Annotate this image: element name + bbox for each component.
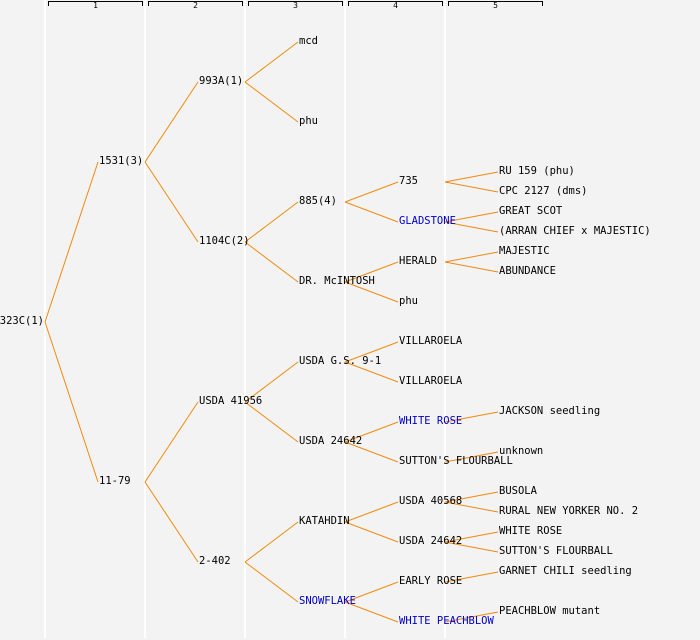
- pedigree-node: (ARRAN CHIEF x MAJESTIC): [499, 225, 651, 237]
- pedigree-node: mcd: [299, 35, 318, 47]
- pedigree-node: USDA 24642: [299, 435, 363, 447]
- pedigree-node: WHITE ROSE: [399, 415, 463, 427]
- pedigree-node: USDA G.S. 9-1: [299, 355, 382, 367]
- pedigree-edge: [444, 491, 499, 503]
- pedigree-node: SUTTON'S FLOURBALL: [499, 545, 613, 557]
- generation-header-1: 1: [93, 1, 98, 10]
- pedigree-edge: [444, 571, 499, 583]
- generation-separator: [44, 0, 46, 638]
- pedigree-edge: [144, 161, 199, 243]
- pedigree-edge: [344, 441, 399, 463]
- pedigree-edge: [344, 521, 399, 543]
- pedigree-node: MAJESTIC: [499, 245, 550, 257]
- pedigree-node: 993A(1): [199, 75, 244, 87]
- pedigree-edge: [444, 251, 499, 263]
- pedigree-edge: [244, 361, 299, 403]
- pedigree-edge: [444, 211, 499, 223]
- generation-header-bracket-3: [248, 1, 343, 6]
- pedigree-edge: [444, 611, 499, 623]
- pedigree-edge: [344, 341, 399, 363]
- pedigree-node: GREAT SCOT: [499, 205, 563, 217]
- pedigree-node: CPC 2127 (dms): [499, 185, 588, 197]
- pedigree-edge: [444, 411, 499, 423]
- pedigree-node: VILLAROELA: [399, 375, 463, 387]
- pedigree-node: EARLY ROSE: [399, 575, 463, 587]
- pedigree-node: 11-79: [99, 475, 131, 487]
- pedigree-edge: [144, 81, 199, 163]
- pedigree-edge: [244, 81, 299, 123]
- pedigree-node: unknown: [499, 445, 544, 457]
- pedigree-node: phu: [299, 115, 318, 127]
- pedigree-edge: [444, 501, 499, 513]
- pedigree-edge: [244, 401, 299, 443]
- pedigree-node: KATAHDIN: [299, 515, 350, 527]
- pedigree-edge: [144, 401, 199, 483]
- pedigree-node: GARNET CHILI seedling: [499, 565, 632, 577]
- pedigree-edge: [444, 451, 499, 463]
- pedigree-edge: [344, 281, 399, 303]
- pedigree-edge: [344, 361, 399, 383]
- generation-header-bracket-1: [48, 1, 143, 6]
- generation-header-bracket-2: [148, 1, 243, 6]
- generation-header-2: 2: [193, 1, 198, 10]
- pedigree-edge: [144, 481, 199, 563]
- pedigree-edge: [244, 241, 299, 283]
- pedigree-edge: [244, 41, 299, 83]
- pedigree-node: RU 159 (phu): [499, 165, 575, 177]
- pedigree-node: 2323C(1): [0, 315, 44, 327]
- pedigree-node: PEACHBLOW mutant: [499, 605, 601, 617]
- pedigree-edge: [244, 521, 299, 563]
- pedigree-edge: [244, 201, 299, 243]
- pedigree-node: 2-402: [199, 555, 231, 567]
- generation-header-3: 3: [293, 1, 298, 10]
- pedigree-edge: [344, 601, 399, 623]
- pedigree-node: WHITE PEACHBLOW: [399, 615, 494, 627]
- generation-header-bracket-4: [348, 1, 443, 6]
- generation-header-bracket-5: [448, 1, 543, 6]
- pedigree-edge: [244, 561, 299, 603]
- pedigree-node: DR. McINTOSH: [299, 275, 375, 287]
- pedigree-node: USDA 40568: [399, 495, 463, 507]
- pedigree-node: 735: [399, 175, 418, 187]
- pedigree-edge: [444, 181, 499, 193]
- pedigree-edge: [444, 171, 499, 183]
- pedigree-edge: [344, 501, 399, 523]
- pedigree-edge: [344, 201, 399, 223]
- pedigree-node: BUSOLA: [499, 485, 537, 497]
- generation-separator: [244, 0, 246, 638]
- pedigree-edge: [344, 261, 399, 283]
- generation-separator: [344, 0, 346, 638]
- generation-separator: [444, 0, 446, 638]
- generation-separator: [144, 0, 146, 638]
- pedigree-edge: [344, 181, 399, 203]
- pedigree-edge: [44, 321, 99, 483]
- pedigree-node: VILLAROELA: [399, 335, 463, 347]
- pedigree-node: ABUNDANCE: [499, 265, 556, 277]
- pedigree-edge: [444, 541, 499, 553]
- pedigree-edge: [444, 221, 499, 233]
- pedigree-node: SUTTON'S FLOURBALL: [399, 455, 513, 467]
- pedigree-edge: [344, 421, 399, 443]
- pedigree-edge: [344, 581, 399, 603]
- pedigree-node: 1104C(2): [199, 235, 250, 247]
- pedigree-edge: [44, 161, 99, 323]
- pedigree-node: GLADSTONE: [399, 215, 456, 227]
- pedigree-node: RURAL NEW YORKER NO. 2: [499, 505, 639, 517]
- pedigree-node: 1531(3): [99, 155, 144, 167]
- pedigree-node: USDA 41956: [199, 395, 263, 407]
- pedigree-node: WHITE ROSE: [499, 525, 563, 537]
- pedigree-edge: [444, 531, 499, 543]
- pedigree-node: HERALD: [399, 255, 437, 267]
- pedigree-node: 885(4): [299, 195, 337, 207]
- pedigree-node: phu: [399, 295, 418, 307]
- generation-header-4: 4: [393, 1, 398, 10]
- pedigree-edge: [444, 261, 499, 273]
- pedigree-node: SNOWFLAKE: [299, 595, 356, 607]
- pedigree-node: JACKSON seedling: [499, 405, 601, 417]
- generation-header-5: 5: [493, 1, 498, 10]
- pedigree-node: USDA 24642: [399, 535, 463, 547]
